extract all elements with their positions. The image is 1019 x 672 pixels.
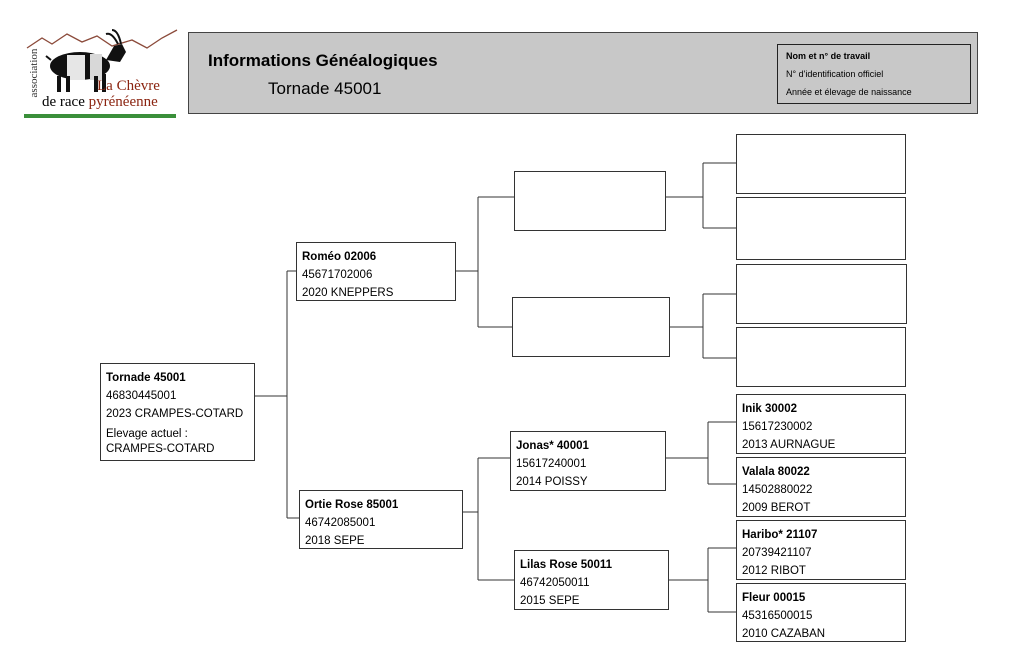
ggp6-id: 14502880022: [742, 484, 813, 496]
dam-name: Ortie Rose 85001: [305, 499, 399, 511]
ggp8-id: 45316500015: [742, 610, 813, 622]
ggp5-id: 15617230002: [742, 421, 813, 433]
dam-dam-name: Lilas Rose 50011: [520, 559, 613, 571]
sire-sire-box: [514, 171, 666, 231]
ggp-box-3: [736, 264, 907, 324]
ggp7-name: Haribo* 21107: [742, 529, 818, 541]
association-logo: association La Chèvre de race pyrénéenne: [22, 26, 180, 122]
dam-box: Ortie Rose 85001 46742085001 2018 SEPE: [299, 490, 463, 549]
legend-name: Nom et n° de travail: [786, 51, 871, 61]
page-subject: Tornade 45001: [268, 79, 382, 98]
ggp-box-2: [736, 197, 906, 260]
dam-sire-birth: 2014 POISSY: [516, 476, 588, 488]
sire-birth: 2020 KNEPPERS: [302, 287, 394, 299]
dam-birth: 2018 SEPE: [305, 535, 365, 547]
legend-id: N° d'identification officiel: [786, 69, 884, 79]
legend-birth: Année et élevage de naissance: [786, 87, 912, 97]
subject-name: Tornade 45001: [106, 372, 186, 384]
dam-sire-box: Jonas* 40001 15617240001 2014 POISSY: [510, 431, 666, 491]
logo-underline: [24, 114, 176, 118]
logo-line-2a: de race: [42, 94, 85, 110]
dam-id: 46742085001: [305, 517, 376, 529]
dam-sire-id: 15617240001: [516, 458, 587, 470]
ggp5-birth: 2013 AURNAGUE: [742, 439, 836, 451]
dam-dam-box: Lilas Rose 50011 46742050011 2015 SEPE: [514, 550, 669, 610]
page-title: Informations Généalogiques: [208, 51, 438, 70]
subject-id: 46830445001: [106, 390, 177, 402]
subject-current-label: Elevage actuel :: [106, 428, 188, 440]
sire-dam-box: [512, 297, 670, 357]
ggp7-id: 20739421107: [742, 547, 812, 559]
sire-name: Roméo 02006: [302, 251, 377, 263]
ggp7-birth: 2012 RIBOT: [742, 565, 806, 577]
dam-sire-name: Jonas* 40001: [516, 440, 589, 452]
goat-logo-icon: [26, 29, 178, 92]
ggp8-birth: 2010 CAZABAN: [742, 628, 826, 640]
ggp-box-4: [736, 327, 906, 387]
subject-current: CRAMPES-COTARD: [106, 443, 215, 455]
ggp-box-6: Valala 80022 14502880022 2009 BEROT: [736, 457, 906, 517]
dam-dam-id: 46742050011: [520, 577, 590, 589]
legend-box: Nom et n° de travail N° d'identification…: [777, 44, 971, 104]
ggp5-name: Inik 30002: [742, 403, 797, 415]
ggp6-name: Valala 80022: [742, 466, 810, 478]
subject-box: Tornade 45001 46830445001 2023 CRAMPES-C…: [100, 363, 255, 461]
sire-box: Roméo 02006 45671702006 2020 KNEPPERS: [296, 242, 456, 301]
subject-birth: 2023 CRAMPES-COTARD: [106, 408, 244, 420]
logo-line-2b: pyrénéenne: [88, 94, 158, 110]
sire-id: 45671702006: [302, 269, 373, 281]
ggp-box-5: Inik 30002 15617230002 2013 AURNAGUE: [736, 394, 906, 454]
logo-line-1: La Chèvre: [97, 78, 160, 94]
dam-dam-birth: 2015 SEPE: [520, 595, 580, 607]
ggp-box-7: Haribo* 21107 20739421107 2012 RIBOT: [736, 520, 906, 580]
ggp8-name: Fleur 00015: [742, 592, 806, 604]
logo-line-2: de race pyrénéenne: [42, 94, 158, 111]
ggp-box-8: Fleur 00015 45316500015 2010 CAZABAN: [736, 583, 906, 642]
ggp6-birth: 2009 BEROT: [742, 502, 811, 514]
ggp-box-1: [736, 134, 906, 194]
header-banner: Informations Généalogiques Tornade 45001…: [188, 32, 978, 114]
